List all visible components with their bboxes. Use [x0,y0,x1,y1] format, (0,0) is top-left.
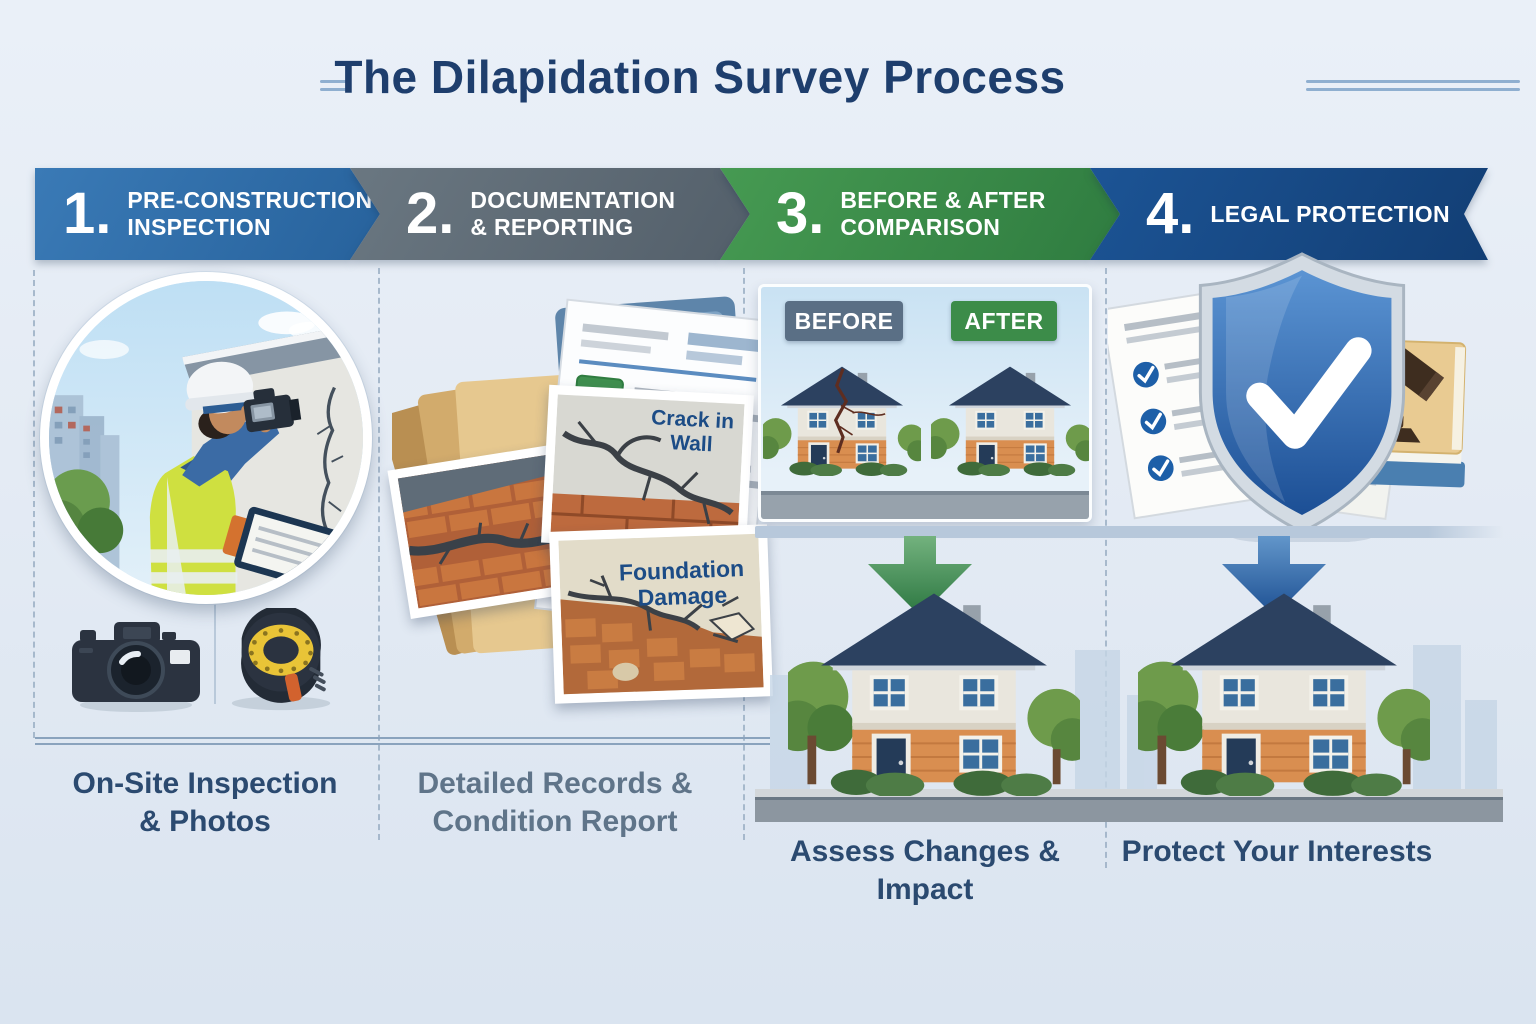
photo-label: Foundation Damage [618,555,745,612]
step-label: LEGAL PROTECTION [1210,200,1450,227]
step-banner-4: 4. LEGAL PROTECTION [1090,168,1488,260]
step-banner-1: 1. PRE-CONSTRUCTION INSPECTION [35,168,380,260]
photo-foundation-damage: Foundation Damage [549,524,773,704]
step-number: 1. [63,180,112,246]
before-badge: BEFORE [785,301,903,341]
page-title: The Dilapidation Survey Process [334,51,1066,103]
shield-check-icon [1198,252,1406,534]
sidewalk-strip [755,789,1503,797]
before-after-panel: BEFORE AFTER [758,284,1092,522]
column-divider [33,270,35,738]
inspector-photographing-wall-icon [49,281,363,595]
step-number: 2. [406,180,455,246]
house-assessed [788,572,1080,796]
camera-icon [66,612,206,712]
ground-strip [761,491,1089,519]
title-flourish-left [320,88,350,91]
section-rule [35,743,770,745]
step-number: 4. [1146,180,1195,246]
step-number: 3. [776,180,825,246]
camera-in-hands [243,388,302,433]
step2-caption: Detailed Records &Condition Report [417,767,693,839]
connector-line [214,600,216,704]
down-arrow-icon [1222,536,1326,616]
column-divider [378,268,380,840]
section-rule [35,737,770,739]
step-label: DOCUMENTATION & REPORTING [470,187,676,240]
check-circle-icon [1133,361,1159,388]
photo-label: Crack in Wall [650,406,735,457]
title-flourish-right [1306,88,1520,91]
tape-measure-icon [222,608,340,712]
crack-line [833,368,849,454]
house-after-repaired [931,355,1089,476]
inspector-figure [149,361,302,595]
flow-bar [755,526,1503,538]
step1-caption: On-Site Inspection& Photos [72,767,338,839]
down-arrow-icon [868,536,972,616]
title-flourish-right [1306,80,1520,83]
house-protected [1138,572,1430,796]
title-flourish-left [320,80,350,83]
step-label: PRE-CONSTRUCTION INSPECTION [127,187,373,240]
inspector-illustration [40,272,372,604]
column-divider [1105,268,1107,868]
step-banner-3: 3. BEFORE & AFTER COMPARISON [720,168,1120,260]
photo-crack-in-wall: Crack in Wall [541,384,754,554]
house-before-cracked [763,355,921,476]
legal-protection-illustration [1108,246,1496,542]
step3-caption: Assess Changes & Impact [789,835,1061,907]
step-label: BEFORE & AFTER COMPARISON [840,187,1046,240]
check-circle-icon [1147,455,1174,482]
after-badge: AFTER [951,301,1057,341]
check-circle-icon [1140,408,1167,435]
road-strip [755,797,1503,822]
step-banner-2: 2. DOCUMENTATION & REPORTING [350,168,750,260]
step4-caption: Protect Your Interests [1121,835,1433,868]
